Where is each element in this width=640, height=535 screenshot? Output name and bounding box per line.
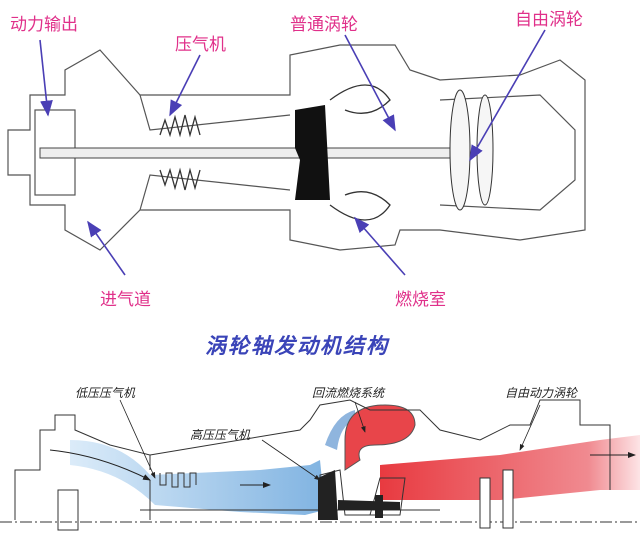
- label-power-output: 动力输出: [10, 15, 78, 35]
- top-compressor-blades: [159, 114, 201, 191]
- label-turbine: 普通涡轮: [290, 15, 358, 35]
- bottom-flow-cold: [70, 410, 355, 515]
- label-combustor: 燃烧室: [395, 290, 446, 310]
- top-combustor: [329, 84, 391, 221]
- top-pointer-arrows: [39, 29, 546, 276]
- top-shaft: [39, 147, 461, 159]
- label-lp-compressor: 低压压气机: [75, 386, 136, 400]
- bottom-free-turbine-blades: [479, 469, 514, 529]
- top-free-turbine: [449, 89, 494, 211]
- bottom-flow-hot: [344, 404, 640, 500]
- bottom-leader-lines: [119, 399, 541, 481]
- label-free-turbine: 自由涡轮: [515, 10, 583, 30]
- diagram-title: 涡轮轴发动机结构: [205, 334, 389, 358]
- bottom-flow-arrows: [49, 449, 636, 488]
- top-turbine-disk: [295, 105, 330, 200]
- bottom-hp-turbine-rotor: [318, 470, 400, 520]
- label-reverse-flow-combustor: 回流燃烧系统: [312, 386, 385, 400]
- label-compressor: 压气机: [175, 35, 226, 55]
- label-intake: 进气道: [100, 290, 151, 310]
- label-free-power-turbine: 自由动力涡轮: [505, 386, 578, 400]
- label-hp-compressor: 高压压气机: [190, 428, 251, 442]
